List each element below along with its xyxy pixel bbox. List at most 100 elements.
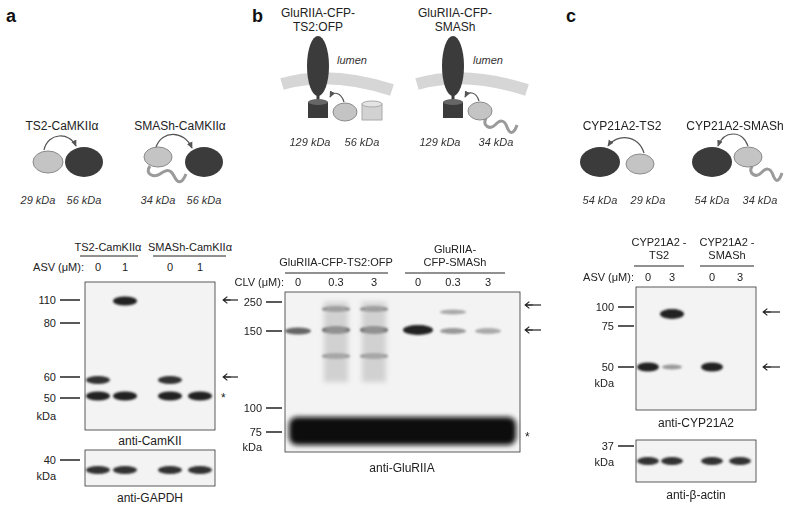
mass-label: 29 kDa <box>631 193 666 207</box>
cleavage-arrow <box>608 138 644 153</box>
condition-label: ASV (μM): <box>583 271 634 284</box>
lane-number: 3 <box>669 271 675 284</box>
protein-domain <box>580 147 620 177</box>
lane-number: 3 <box>485 276 491 289</box>
panel-letter: c <box>566 6 576 26</box>
marker-size: 50 <box>602 361 614 374</box>
marker-size: 110 <box>38 294 56 307</box>
protein-domain <box>65 147 103 177</box>
mass-label: 56 kDa <box>67 193 102 207</box>
band-arrow <box>224 299 238 300</box>
mass-label: 54 kDa <box>583 193 618 207</box>
lane-header: CYP21A2 -SMASh <box>699 236 755 262</box>
lane-number: 1 <box>197 261 203 274</box>
compartment-label: lumen <box>473 53 503 67</box>
schematic-a <box>33 134 223 181</box>
unit-label: kDa <box>242 441 262 454</box>
mass-label: 129 kDa <box>290 135 331 149</box>
lane-header: SMASh-CamKIIα <box>148 241 232 254</box>
lane-underline <box>285 273 388 274</box>
mass-label: 56 kDa <box>345 135 380 149</box>
lane-underline <box>405 273 505 274</box>
blot-membrane <box>85 450 215 486</box>
construct-title: CYP21A2-SMASh <box>686 119 783 133</box>
marker-size: 150 <box>244 325 262 338</box>
cleavage-arrow <box>718 134 748 146</box>
marker-size: 40 <box>44 454 56 467</box>
lane-underline <box>80 256 138 257</box>
blot-membrane <box>285 292 520 452</box>
mass-label: 34 kDa <box>479 135 514 149</box>
mass-label: 29 kDa <box>21 193 56 207</box>
marker-size: 50 <box>44 392 56 405</box>
membrane <box>282 78 392 90</box>
receptor-domain <box>442 36 464 96</box>
antibody-label: anti-CamKII <box>118 434 181 448</box>
band-arrow <box>224 376 238 377</box>
lane-number: 0 <box>709 271 715 284</box>
unit-label: kDa <box>594 377 614 390</box>
protease-domain <box>734 147 762 167</box>
mass-label: 129 kDa <box>420 135 461 149</box>
lane-number: 0 <box>295 276 301 289</box>
panel-letter: a <box>6 6 16 26</box>
unit-label: kDa <box>594 456 614 469</box>
blot-a <box>60 256 238 486</box>
lane-header: GluRIIA- CFP-SMASh <box>420 243 490 269</box>
lane-number: 3 <box>737 271 743 284</box>
schematic-b <box>282 36 527 132</box>
blot-membrane <box>636 287 756 410</box>
unit-label: kDa <box>36 410 56 423</box>
degron-tail <box>148 166 186 182</box>
construct-title: TS2-CaMKIIα <box>26 119 99 133</box>
construct-title: SMASh-CaMKIIα <box>134 119 226 133</box>
mass-label: 54 kDa <box>695 193 730 207</box>
lane-number: 1 <box>122 261 128 274</box>
band-arrow <box>764 366 780 367</box>
lane-underline <box>153 256 226 257</box>
cleavage-arrow <box>44 136 76 150</box>
membrane <box>417 78 527 90</box>
antibody-label: anti-GAPDH <box>117 491 183 505</box>
marker-size: 80 <box>44 317 56 330</box>
compartment-label: lumen <box>337 53 367 67</box>
lane-number: 3 <box>371 276 377 289</box>
protease-domain <box>333 103 357 121</box>
cleavage-arrow <box>465 93 479 101</box>
cleavage-arrow <box>156 134 192 148</box>
mass-label: 56 kDa <box>187 193 222 207</box>
protease-domain <box>626 154 654 174</box>
antibody-label: anti-CYP21A2 <box>658 416 734 430</box>
protease-domain <box>468 102 492 120</box>
marker-size: 250 <box>244 296 262 309</box>
lane-underline <box>700 266 754 267</box>
blot-c <box>618 266 780 482</box>
nonspecific-mark: * <box>525 430 530 444</box>
protease-domain <box>33 151 63 173</box>
band-arrow <box>526 304 541 305</box>
lane-number: 0 <box>95 261 101 274</box>
unit-label: kDa <box>36 470 56 483</box>
condition-label: ASV (μM): <box>33 261 84 274</box>
receptor-domain <box>307 36 329 96</box>
lane-number: 0.3 <box>445 276 460 289</box>
antibody-label: anti-β-actin <box>666 488 726 502</box>
protease-domain <box>144 147 172 167</box>
blot-bands <box>637 309 723 372</box>
blot-bands <box>285 306 501 359</box>
degron-tail <box>751 166 782 180</box>
lane-number: 0 <box>415 276 421 289</box>
loading-bands <box>637 457 751 465</box>
construct-title: GluRIIA-CFP- SMASh <box>413 6 497 34</box>
marker-size: 75 <box>250 426 262 439</box>
band-arrow <box>526 329 541 330</box>
band-arrow <box>764 311 780 312</box>
marker-ticks <box>60 300 80 460</box>
blot-smears <box>289 302 516 445</box>
antibody-label: anti-GluRIIA <box>369 461 434 475</box>
loading-bands <box>86 466 212 474</box>
blot-b <box>266 273 541 452</box>
lane-header: GluRIIA-CFP-TS2:OFP <box>279 256 393 269</box>
